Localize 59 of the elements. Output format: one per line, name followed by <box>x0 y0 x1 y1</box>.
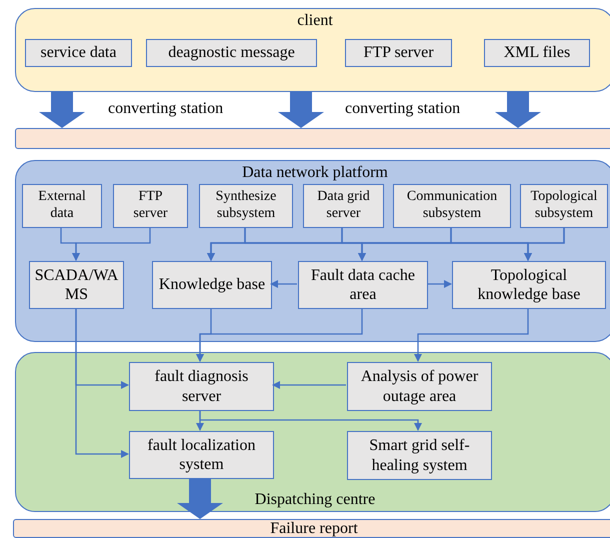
connector-arrow <box>272 381 346 389</box>
connector-arrow <box>199 410 422 431</box>
process-box <box>303 184 384 228</box>
box-label: Fault data cache area <box>310 266 416 304</box>
box-label: Synthesize subsystem <box>214 189 278 223</box>
connector-arrow <box>196 308 363 362</box>
arrow-caption: converting station <box>345 100 460 118</box>
process-box <box>298 261 428 309</box>
block-arrow <box>278 92 324 128</box>
process-box <box>484 39 590 67</box>
block-arrow <box>177 478 223 519</box>
block-arrow <box>39 92 85 128</box>
connector-arrow <box>427 280 452 288</box>
process-box <box>347 431 492 480</box>
arrow-caption: converting station <box>108 100 224 118</box>
box-label: XML files <box>504 43 570 63</box>
report-bar <box>13 519 610 538</box>
box-label: fault localization system <box>146 436 256 474</box>
connector-arrow <box>72 227 151 261</box>
panel-heading: Dispatching centre <box>254 491 376 509</box>
process-box <box>146 39 317 67</box>
connector-arrow <box>414 308 529 362</box>
connector-arrow <box>270 280 297 288</box>
box-label: Analysis of power outage area <box>360 367 480 406</box>
box-label: Data grid server <box>316 189 371 223</box>
process-box <box>345 39 452 67</box>
dispatch-panel <box>15 352 610 512</box>
process-box <box>199 184 293 228</box>
layer-bar <box>15 128 610 149</box>
process-box <box>129 431 274 479</box>
box-label: External data <box>37 189 87 223</box>
process-box <box>113 184 188 228</box>
process-box <box>520 184 608 228</box>
process-box <box>129 362 274 411</box>
panel-heading: Data network platform <box>242 164 388 182</box>
process-box <box>25 39 132 67</box>
connector-arrow <box>75 308 129 458</box>
box-label: Knowledge base <box>158 275 266 295</box>
box-label: Topological subsystem <box>530 189 598 223</box>
bar-label: Failure report <box>270 520 358 538</box>
box-label: FTP server <box>132 189 169 223</box>
block-arrow <box>495 92 541 128</box>
process-box <box>152 261 272 309</box>
process-box <box>22 184 102 228</box>
box-label: fault diagnosis server <box>154 367 250 406</box>
box-label: deagnostic message <box>168 43 295 63</box>
platform-panel <box>15 160 610 342</box>
connector-arrow <box>524 227 565 261</box>
box-label: Smart grid self-healing system <box>368 436 471 475</box>
box-label: Topological knowledge base <box>476 266 582 304</box>
box-label: SCADA/WAMS <box>34 266 119 304</box>
box-label: service data <box>40 43 116 63</box>
client-panel <box>15 8 610 92</box>
process-box <box>393 184 511 228</box>
process-box <box>452 261 606 309</box>
panel-heading: client <box>297 12 333 30</box>
process-box <box>347 362 492 411</box>
box-label: Communication subsystem <box>406 189 498 223</box>
box-label: FTP server <box>363 43 434 63</box>
